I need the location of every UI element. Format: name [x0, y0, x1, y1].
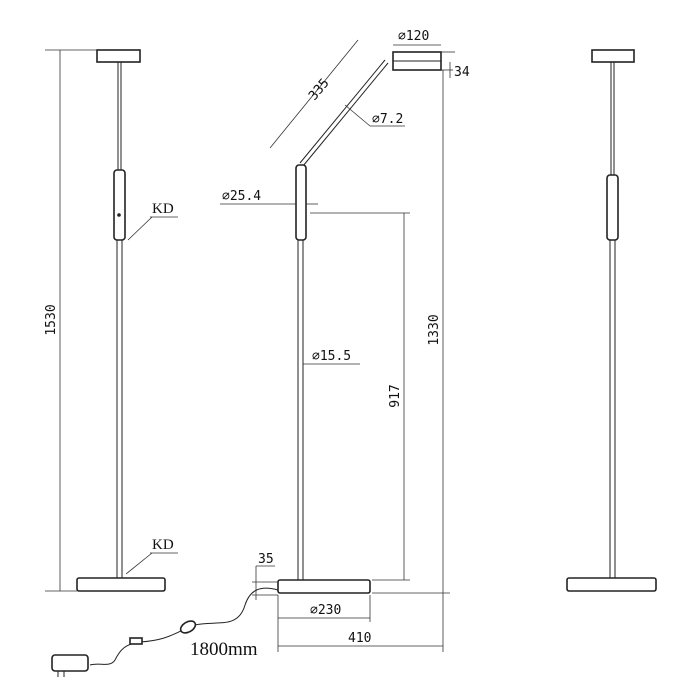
kd-lower-label: KD [152, 537, 174, 553]
base-height-label: 35 [258, 552, 274, 567]
pole-height-label: 917 [388, 384, 403, 407]
cable-length-label: 1800mm [190, 639, 258, 660]
power-adapter-icon [51, 654, 89, 672]
arm-diameter-label: ⌀7.2 [372, 112, 403, 127]
power-cable: 1800mm [51, 587, 279, 677]
joint-diameter-label: ⌀25.4 [222, 189, 261, 204]
head-height-label: 34 [454, 65, 470, 80]
pole-diameter-label: ⌀15.5 [312, 349, 351, 364]
total-height-label: 1530 [44, 304, 59, 335]
lamp-base [566, 577, 657, 592]
lamp-base [76, 577, 166, 592]
switch-handle [606, 174, 619, 241]
left-lamp-view: 1530 KD KD [44, 49, 178, 592]
lamp-head-cap [96, 49, 141, 63]
connector [129, 637, 143, 645]
right-lamp-view [566, 49, 657, 592]
middle-lamp-view: 335 ⌀120 34 ⌀7.2 ⌀25.4 ⌀15.5 917 1330 35… [220, 29, 470, 652]
kd-upper-label: KD [152, 201, 174, 217]
base-diameter-label: ⌀230 [310, 603, 341, 618]
lamp-height-label: 1330 [427, 314, 442, 345]
lamp-head-cap [591, 49, 635, 63]
lamp-base [277, 579, 371, 594]
joint-handle [295, 164, 307, 241]
cable-coil [179, 620, 197, 634]
head-diameter-label: ⌀120 [398, 29, 429, 44]
switch-handle [113, 169, 126, 241]
reach-label: 410 [348, 631, 371, 646]
